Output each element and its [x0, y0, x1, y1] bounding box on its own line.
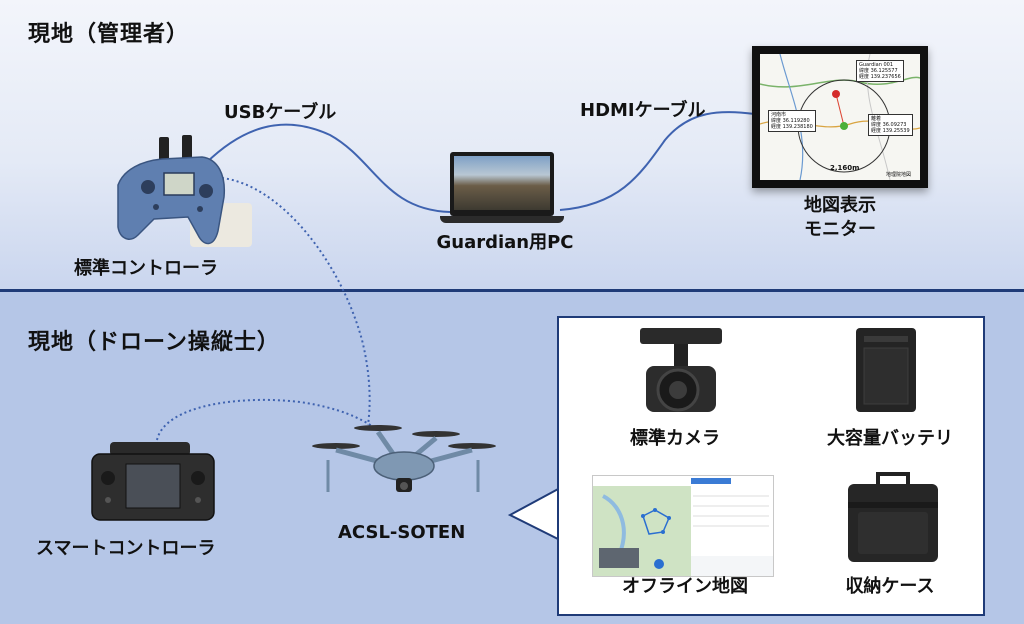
map-place-tag: 河南市 緯度 36.119280 経度 139.238180 [768, 110, 816, 132]
map-monitor-label-line1: 地図表示 [804, 195, 876, 216]
offline-map-screenshot [592, 475, 774, 577]
map-drone-tag: Guardian 001 緯度 36.125577 経度 139.237656 [856, 60, 904, 82]
acsl-soten-drone-image [312, 425, 496, 492]
hdmi-cable-label: HDMIケーブル [580, 100, 706, 121]
offline-map-drawing [593, 476, 773, 576]
map-home-tag: 離着 緯度 36.09273 経度 139.25539 [868, 114, 913, 136]
guardian-pc-label: Guardian用PC [436, 232, 574, 253]
drone-label: ACSL-SOTEN [338, 522, 466, 543]
monitor-map-screen: Guardian 001 緯度 36.125577 経度 139.237656 … [760, 54, 920, 180]
battery-label: 大容量バッテリ [827, 428, 953, 449]
guardian-pc-image [450, 152, 554, 216]
hdmi-cable [559, 111, 756, 211]
pilot-section-title: 現地（ドローン操縦士） [28, 330, 280, 355]
standard-controller-image [117, 135, 252, 247]
storage-case-label: 収納ケース [845, 576, 935, 597]
drone-position-marker [832, 90, 840, 98]
controller-drone-link [221, 177, 371, 426]
offline-map-label: オフライン地図 [622, 576, 748, 597]
home-position-marker [840, 122, 848, 130]
map-monitor-label: 地図表示 モニター [780, 194, 900, 242]
smart-controller-label: スマートコントローラ [36, 538, 216, 559]
map-distance: 2,160m [830, 164, 860, 172]
pc-screen-photo [454, 156, 550, 210]
standard-controller-label: 標準コントローラ [74, 258, 218, 279]
zone-divider [0, 289, 1024, 292]
manager-section-title: 現地（管理者） [28, 22, 190, 47]
large-battery-image [856, 328, 916, 412]
map-credit: 地理院地図 [886, 172, 912, 178]
smart-controller-image [91, 442, 215, 521]
map-monitor-image: Guardian 001 緯度 36.125577 経度 139.237656 … [752, 46, 928, 188]
usb-cable-label: USBケーブル [224, 102, 337, 123]
laptop-base [440, 216, 564, 223]
map-monitor-label-line2: モニター [804, 219, 876, 240]
storage-case-image [848, 472, 938, 562]
usb-cable [205, 123, 451, 213]
camera-label: 標準カメラ [630, 428, 720, 449]
standard-camera-image [640, 328, 722, 412]
